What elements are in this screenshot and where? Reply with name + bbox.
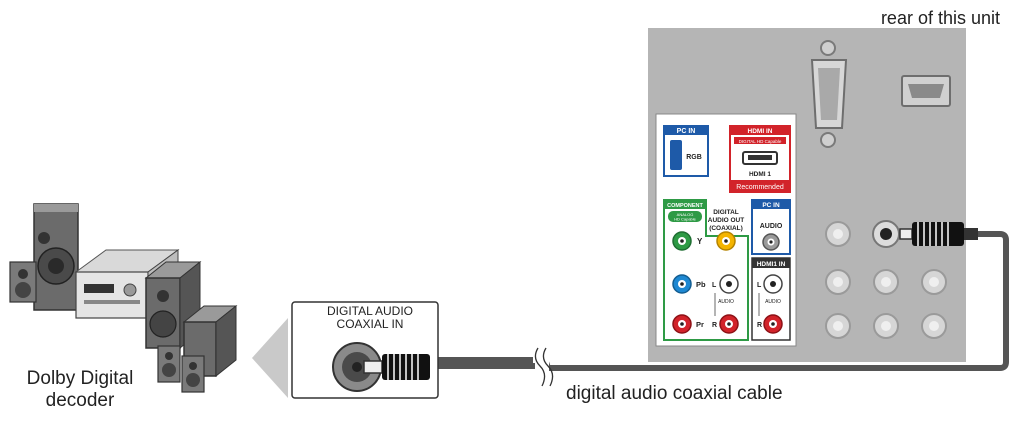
- digital-out-line1: DIGITAL: [713, 209, 739, 216]
- pr-label: Pr: [696, 320, 704, 329]
- pb-label: Pb: [696, 280, 706, 289]
- coaxial-in-label: DIGITAL AUDIO COAXIAL IN: [296, 305, 444, 331]
- recommended-label: Recommended: [736, 184, 784, 191]
- coaxial-in-line1: DIGITAL AUDIO: [326, 304, 413, 318]
- hd-capable-label: HD Capable: [674, 217, 697, 222]
- audio-label-comp: AUDIO: [718, 299, 734, 305]
- pc-in-audio-title: PC IN: [762, 202, 780, 209]
- l-label-hdmi: L: [757, 282, 762, 289]
- hdmi-1-label: HDMI 1: [749, 171, 771, 178]
- analog-label: ANALOG: [677, 212, 694, 217]
- pc-in-title: PC IN: [677, 128, 696, 135]
- digital-out-line3: (COAXIAL): [709, 225, 743, 232]
- pointer-arrow: [252, 318, 288, 398]
- r-label-comp: R: [712, 322, 717, 329]
- audio-label-hdmi: AUDIO: [765, 299, 781, 305]
- hdmi-sub-label: DIGITAL HD Capable: [739, 139, 782, 144]
- hdmi-port: [901, 75, 951, 107]
- rca-plug-decoder: [363, 354, 430, 380]
- digital-out-line2: AUDIO OUT: [708, 217, 745, 224]
- component-title: COMPONENT: [667, 203, 703, 209]
- pc-audio-label: AUDIO: [760, 223, 783, 230]
- decoder-name-line1: Dolby Digital: [26, 368, 134, 389]
- dolby-decoder-illustration: [9, 203, 238, 393]
- connector-label-board: PC IN RGB HDMI IN DIGITAL HD Capable HDM…: [655, 113, 797, 347]
- r-label-hdmi: R: [757, 322, 762, 329]
- decoder-name-label: Dolby Digital decoder: [0, 368, 160, 412]
- decoder-name-line2: decoder: [45, 390, 115, 411]
- y-label: Y: [697, 237, 703, 246]
- cable-label: digital audio coaxial cable: [566, 383, 783, 404]
- coaxial-in-line2: COAXIAL IN: [336, 317, 404, 331]
- hdmi-in-title: HDMI IN: [748, 128, 773, 135]
- rca-plug-tv: [899, 222, 978, 246]
- l-label-comp: L: [712, 282, 717, 289]
- hdmi1-in-title: HDMI1 IN: [757, 261, 786, 268]
- vga-port: [810, 40, 848, 148]
- rear-of-unit-label: rear of this unit: [880, 8, 1000, 28]
- rgb-label: RGB: [686, 154, 702, 161]
- panel-coaxial-out-jack: [872, 220, 900, 248]
